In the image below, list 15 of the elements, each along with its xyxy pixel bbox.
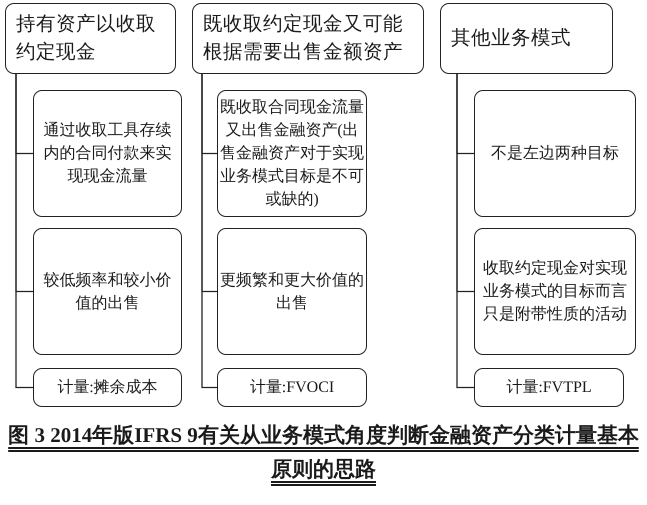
category-box: 既收取约定现金又可能根据需要出售金额资产 xyxy=(192,3,424,74)
category-box: 持有资产以收取约定现金 xyxy=(5,3,176,74)
text-box: 既收取合同现金流量又出售金融资产(出售金融资产对于实现业务模式目标是不可或缺的) xyxy=(217,90,367,217)
text-box: 更频繁和更大价值的出售 xyxy=(217,228,367,355)
text-box: 不是左边两种目标 xyxy=(474,90,636,217)
text-box: 通过收取工具存续内的合同付款来实现现金流量 xyxy=(33,90,182,217)
text-box: 计量:FVOCI xyxy=(217,368,367,407)
connector-line xyxy=(201,74,217,388)
text-box: 收取约定现金对实现业务模式的目标而言只是附带性质的活动 xyxy=(474,228,636,355)
text-box: 较低频率和较小价值的出售 xyxy=(33,228,182,355)
connector-line xyxy=(456,74,474,388)
text-box: 计量:摊余成本 xyxy=(33,368,182,407)
text-box: 计量:FVTPL xyxy=(474,368,624,407)
category-box: 其他业务模式 xyxy=(440,3,613,74)
connector-line xyxy=(15,74,33,388)
